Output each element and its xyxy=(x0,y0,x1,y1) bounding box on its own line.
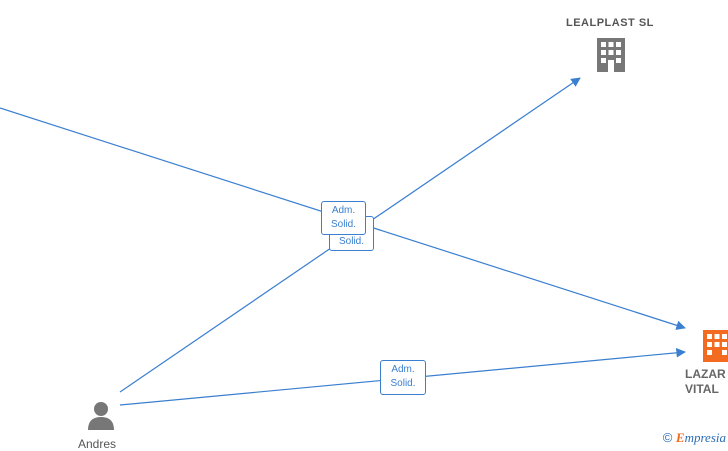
company-name-line2: VITAL xyxy=(685,382,719,396)
brand-logo-text: mpresia xyxy=(684,430,726,445)
edge-label-adm-solid[interactable]: Adm. Solid. xyxy=(321,201,366,235)
company-name-line1: LAZAR xyxy=(685,367,726,381)
copyright-icon: © xyxy=(662,430,673,445)
edge-label-line2: Solid. xyxy=(390,378,416,389)
company-name-lealplast[interactable]: LEALPLAST SL xyxy=(566,17,654,29)
footer-brand: © Empresia xyxy=(663,430,726,446)
building-icon[interactable] xyxy=(703,330,728,362)
building-icon[interactable] xyxy=(597,38,625,72)
brand-logo-initial: E xyxy=(675,430,685,445)
edge-label-line1: Adm. xyxy=(331,205,356,216)
person-icon[interactable] xyxy=(88,402,114,430)
person-name-andres[interactable]: Andres xyxy=(78,437,117,451)
company-name-lazar[interactable]: LAZAR VITAL xyxy=(685,367,726,397)
edge-label-line2: Solid. xyxy=(330,219,356,230)
edge-label-line1: Solid. xyxy=(338,236,364,247)
edge-label-adm-solid-bottom[interactable]: Adm. Solid. xyxy=(380,360,426,395)
edge-label-line1: Adm. xyxy=(391,364,415,375)
